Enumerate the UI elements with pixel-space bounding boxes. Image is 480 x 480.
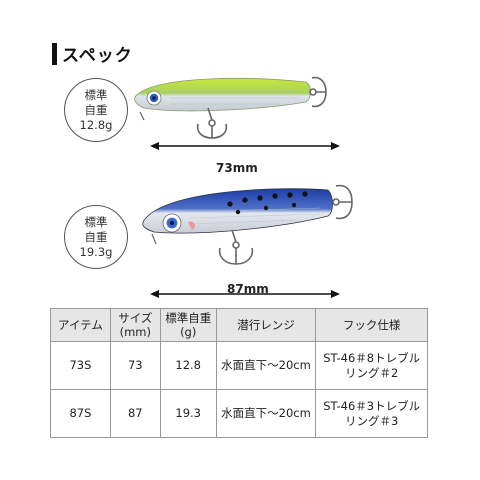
weight-label-line2: 自重 [84, 229, 108, 244]
cell-item: 87S [50, 389, 111, 438]
cell-item: 73S [50, 341, 111, 390]
cell-depth-range: 水面直下〜20cm [215, 389, 317, 438]
spec-table: アイテム サイズ (mm) 標準自重 (g) 潜行レンジ フック仕様 73S 7… [50, 308, 428, 438]
lure-1-image [134, 76, 327, 139]
treble-hook-icon [196, 107, 228, 139]
header-size: サイズ (mm) [109, 308, 161, 342]
cell-size: 73 [109, 341, 161, 390]
header-hook-spec: フック仕様 [315, 308, 428, 342]
header-depth-range: 潜行レンジ [215, 308, 317, 342]
treble-hook-icon [309, 76, 327, 108]
lure-2-weight-badge: 標準 自重 19.3g [64, 205, 128, 269]
header-item: アイテム [50, 308, 111, 342]
lure-1-length-arrow [150, 142, 340, 150]
header-weight: 標準自重 (g) [159, 308, 217, 342]
treble-hook-icon [332, 184, 353, 220]
table-row: 73S 73 12.8 水面直下〜20cm ST-46＃8トレブル リング＃2 [50, 341, 428, 390]
section-title: スペック [62, 46, 133, 66]
lure-2-length: 87mm [227, 282, 269, 296]
treble-hook-icon [218, 229, 254, 265]
cell-weight: 19.3 [159, 389, 217, 438]
cell-weight: 12.8 [159, 341, 217, 390]
cell-depth-range: 水面直下〜20cm [215, 341, 317, 390]
weight-value: 12.8g [79, 117, 113, 132]
table-row: 87S 87 19.3 水面直下〜20cm ST-46＃3トレブル リング＃3 [50, 389, 428, 438]
cell-hook-spec: ST-46＃8トレブル リング＃2 [315, 341, 428, 390]
weight-label-line1: 標準 [84, 214, 108, 229]
lure-2-length-arrow [150, 290, 340, 298]
lure-1-length: 73mm [216, 161, 258, 175]
lure-2-spots [227, 191, 308, 215]
cell-size: 87 [109, 389, 161, 438]
weight-label-line2: 自重 [84, 102, 108, 117]
table-header-row: アイテム サイズ (mm) 標準自重 (g) 潜行レンジ フック仕様 [50, 308, 428, 342]
lure-1-weight-badge: 標準 自重 12.8g [64, 78, 128, 142]
cell-hook-spec: ST-46＃3トレブル リング＃3 [315, 389, 428, 438]
weight-value: 19.3g [79, 244, 113, 259]
weight-label-line1: 標準 [84, 87, 108, 102]
lure-2-image [142, 184, 353, 265]
section-title-bar [52, 43, 57, 65]
